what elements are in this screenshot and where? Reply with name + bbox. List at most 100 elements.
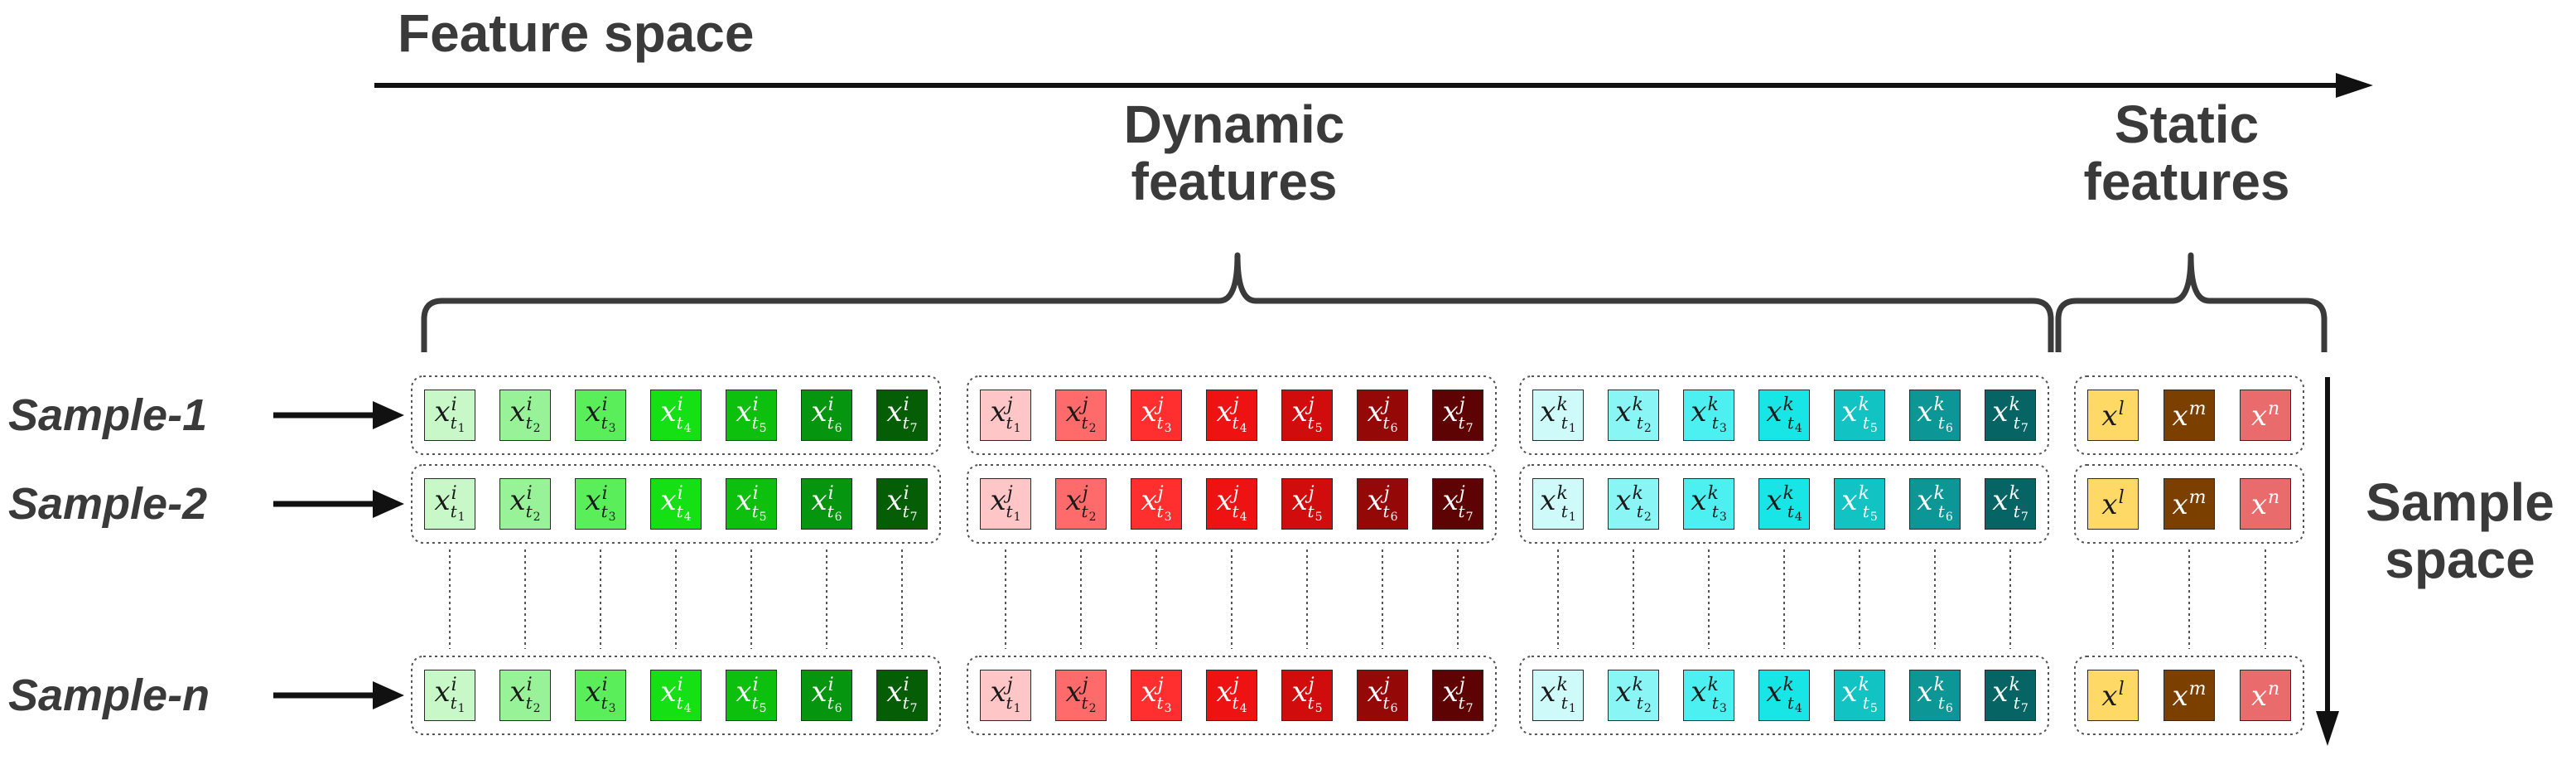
cell-symbol: xjt6 bbox=[1367, 483, 1398, 524]
dynamic-cell-j-t3-row3: xjt3 bbox=[1131, 670, 1182, 721]
cell-symbol: xjt2 bbox=[1065, 395, 1097, 435]
static-cell-n-row1: xn bbox=[2240, 390, 2291, 441]
cell-symbol: xl bbox=[2101, 399, 2125, 433]
dynamic-cell-i-t1-row3: xit1 bbox=[424, 670, 475, 721]
dynamic-cell-k-t2-row2: xkt2 bbox=[1608, 478, 1659, 530]
sample-arrow-head-3 bbox=[373, 681, 404, 709]
dynamic-cell-i-t2-row3: xit2 bbox=[499, 670, 551, 721]
dotted-group-box-r3-g1 bbox=[411, 656, 941, 735]
cell-symbol: xkt5 bbox=[1841, 395, 1878, 435]
dynamic-cell-j-t1-row2: xjt1 bbox=[980, 478, 1031, 530]
dynamic-cell-i-t3-row2: xit3 bbox=[575, 478, 626, 530]
dynamic-cell-j-t2-row3: xjt2 bbox=[1055, 670, 1107, 721]
static-cell-l-row2: xl bbox=[2087, 478, 2139, 530]
dynamic-cell-k-t3-row1: xkt3 bbox=[1683, 390, 1734, 441]
dynamic-cell-k-t1-row1: xkt1 bbox=[1532, 390, 1584, 441]
cell-symbol: xjt1 bbox=[990, 675, 1021, 715]
cell-symbol: xit2 bbox=[509, 395, 541, 435]
dynamic-cell-j-t7-row1: xjt7 bbox=[1432, 390, 1483, 441]
dynamic-cell-i-t4-row3: xit4 bbox=[650, 670, 702, 721]
dynamic-cell-k-t6-row3: xkt6 bbox=[1909, 670, 1961, 721]
dynamic-cell-k-t5-row2: xkt5 bbox=[1834, 478, 1885, 530]
dynamic-cell-j-t5-row1: xjt5 bbox=[1281, 390, 1333, 441]
dynamic-cell-i-t4-row1: xit4 bbox=[650, 390, 702, 441]
dynamic-cell-i-t4-row2: xit4 bbox=[650, 478, 702, 530]
dynamic-cell-i-t1-row1: xit1 bbox=[424, 390, 475, 441]
dynamic-cell-k-t6-row1: xkt6 bbox=[1909, 390, 1961, 441]
cell-symbol: xjt7 bbox=[1442, 395, 1474, 435]
cell-symbol: xjt4 bbox=[1216, 675, 1247, 715]
dynamic-cell-j-t5-row2: xjt5 bbox=[1281, 478, 1333, 530]
dynamic-cell-j-t1-row1: xjt1 bbox=[980, 390, 1031, 441]
dotted-group-box-r3-g3 bbox=[1519, 656, 2049, 735]
static-cell-m-row1: xm bbox=[2164, 390, 2215, 441]
dynamic-cell-k-t4-row2: xkt4 bbox=[1758, 478, 1810, 530]
cell-symbol: xit5 bbox=[736, 675, 767, 715]
cell-symbol: xkt2 bbox=[1615, 675, 1652, 715]
cell-symbol: xjt6 bbox=[1367, 675, 1398, 715]
cell-symbol: xn bbox=[2250, 487, 2280, 521]
cell-symbol: xkt1 bbox=[1540, 395, 1576, 435]
dynamic-cell-k-t2-row3: xkt2 bbox=[1608, 670, 1659, 721]
dotted-group-box-r3-g4 bbox=[2074, 656, 2304, 735]
sample-label-n: Sample-n bbox=[8, 670, 210, 720]
dotted-group-box-r1-g4 bbox=[2074, 375, 2304, 455]
cell-symbol: xit3 bbox=[585, 395, 616, 435]
cell-symbol: xjt2 bbox=[1065, 675, 1097, 715]
dynamic-cell-i-t5-row1: xit5 bbox=[726, 390, 777, 441]
dynamic-cell-j-t4-row2: xjt4 bbox=[1206, 478, 1257, 530]
dynamic-cell-j-t5-row3: xjt5 bbox=[1281, 670, 1333, 721]
cell-symbol: xit4 bbox=[660, 483, 692, 524]
dynamic-cell-j-t3-row2: xjt3 bbox=[1131, 478, 1182, 530]
dynamic-features-brace bbox=[421, 252, 2054, 352]
dynamic-cell-i-t6-row2: xit6 bbox=[801, 478, 852, 530]
cell-symbol: xm bbox=[2172, 487, 2207, 521]
cell-symbol: xjt5 bbox=[1291, 395, 1323, 435]
static-cell-m-row2: xm bbox=[2164, 478, 2215, 530]
dynamic-cell-j-t3-row1: xjt3 bbox=[1131, 390, 1182, 441]
dynamic-cell-k-t1-row3: xkt1 bbox=[1532, 670, 1584, 721]
dynamic-cell-k-t3-row3: xkt3 bbox=[1683, 670, 1734, 721]
dynamic-cell-i-t6-row3: xit6 bbox=[801, 670, 852, 721]
dynamic-cell-k-t4-row3: xkt4 bbox=[1758, 670, 1810, 721]
dynamic-cell-i-t7-row2: xit7 bbox=[876, 478, 928, 530]
dotted-group-box-r2-g3 bbox=[1519, 464, 2049, 544]
cell-symbol: xl bbox=[2101, 679, 2125, 713]
dynamic-cell-k-t5-row3: xkt5 bbox=[1834, 670, 1885, 721]
cell-symbol: xjt6 bbox=[1367, 395, 1398, 435]
cell-symbol: xkt3 bbox=[1691, 675, 1727, 715]
cell-symbol: xit5 bbox=[736, 483, 767, 524]
cell-symbol: xkt6 bbox=[1917, 395, 1953, 435]
static-features-brace bbox=[2055, 252, 2328, 352]
cell-symbol: xl bbox=[2101, 487, 2125, 521]
cell-symbol: xit7 bbox=[886, 675, 918, 715]
cell-symbol: xit7 bbox=[886, 395, 918, 435]
cell-symbol: xkt4 bbox=[1766, 675, 1802, 715]
feature-space-arrow-head bbox=[2336, 73, 2373, 98]
dynamic-cell-i-t2-row2: xit2 bbox=[499, 478, 551, 530]
dynamic-cell-k-t5-row1: xkt5 bbox=[1834, 390, 1885, 441]
feature-space-label: Feature space bbox=[398, 3, 755, 63]
cell-symbol: xkt7 bbox=[1992, 395, 2028, 435]
dynamic-cell-i-t7-row1: xit7 bbox=[876, 390, 928, 441]
cell-symbol: xjt7 bbox=[1442, 483, 1474, 524]
cell-symbol: xkt1 bbox=[1540, 675, 1576, 715]
cell-symbol: xit5 bbox=[736, 395, 767, 435]
dotted-group-box-r2-g4 bbox=[2074, 464, 2304, 544]
dynamic-cell-j-t6-row1: xjt6 bbox=[1357, 390, 1408, 441]
dynamic-cell-j-t6-row2: xjt6 bbox=[1357, 478, 1408, 530]
cell-symbol: xn bbox=[2250, 399, 2280, 433]
cell-symbol: xm bbox=[2172, 399, 2207, 433]
cell-symbol: xkt4 bbox=[1766, 483, 1802, 524]
cell-symbol: xjt3 bbox=[1141, 675, 1172, 715]
dynamic-cell-j-t4-row1: xjt4 bbox=[1206, 390, 1257, 441]
dynamic-cell-k-t7-row2: xkt7 bbox=[1985, 478, 2036, 530]
cell-symbol: xkt7 bbox=[1992, 675, 2028, 715]
cell-symbol: xkt4 bbox=[1766, 395, 1802, 435]
dynamic-cell-k-t7-row3: xkt7 bbox=[1985, 670, 2036, 721]
cell-symbol: xkt6 bbox=[1917, 483, 1953, 524]
cell-symbol: xkt7 bbox=[1992, 483, 2028, 524]
